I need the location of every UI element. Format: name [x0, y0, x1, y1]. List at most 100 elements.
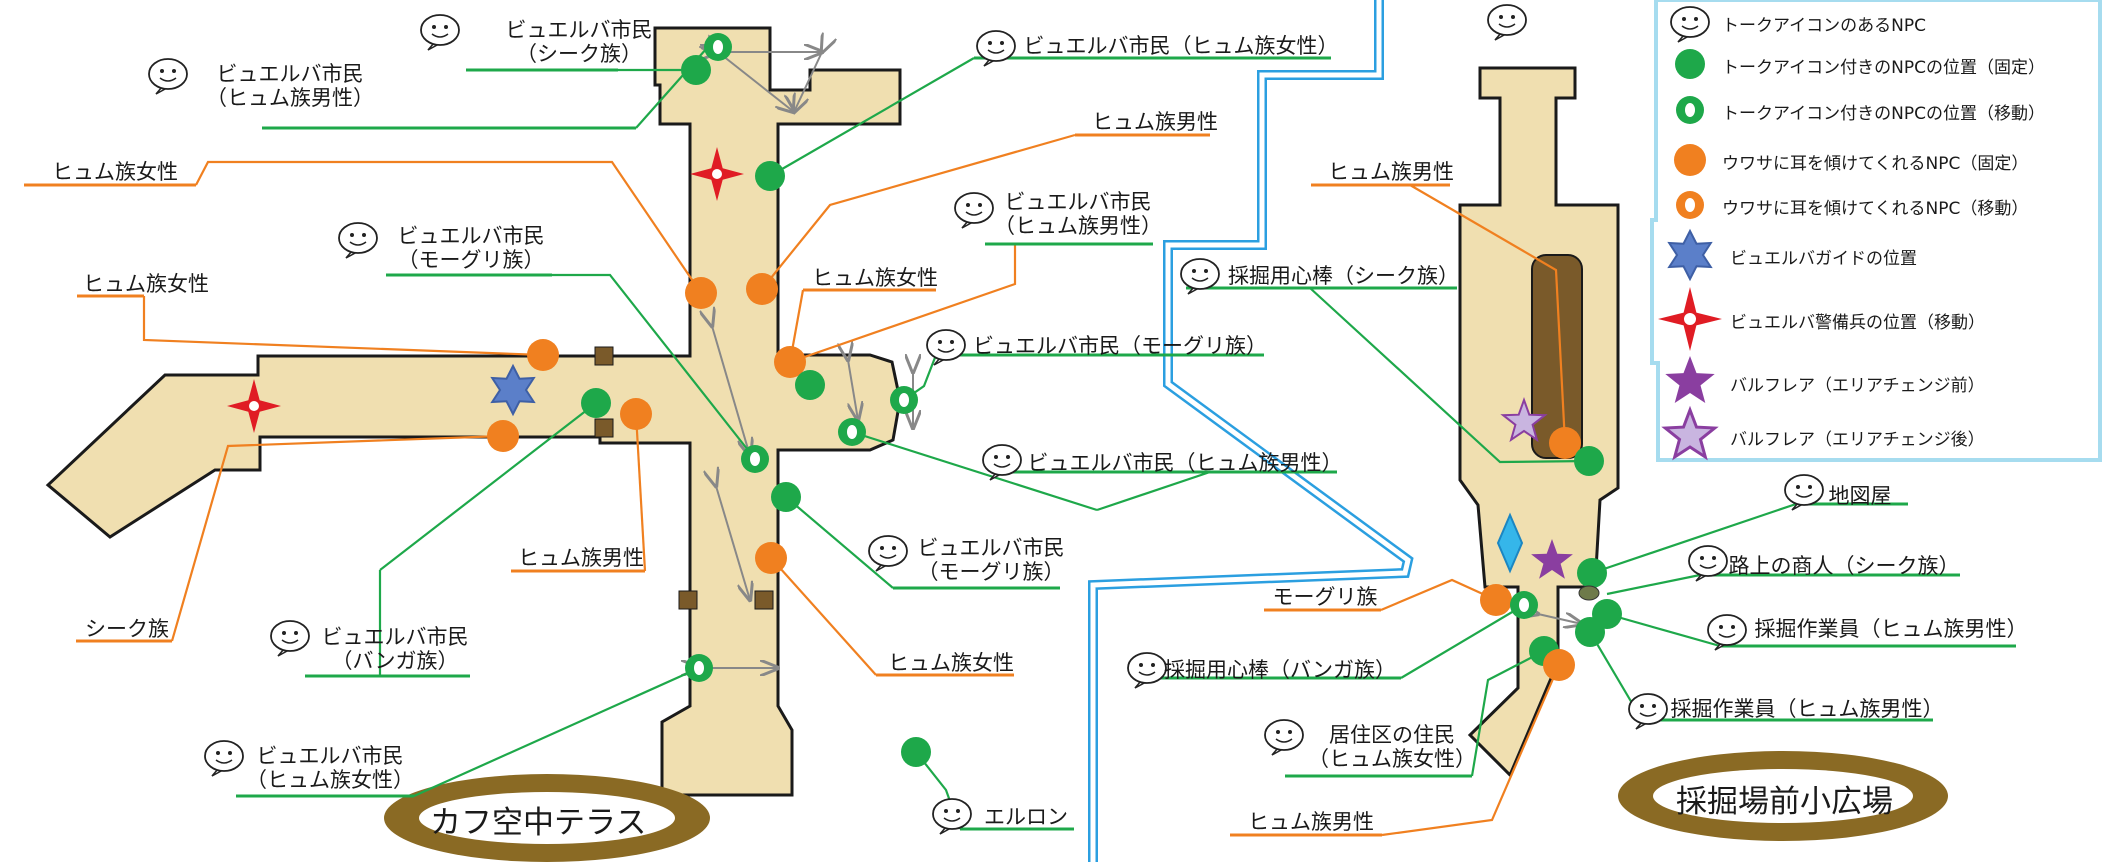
leader-line	[413, 666, 700, 798]
npc-label-line: （ヒュム族男性）	[206, 86, 374, 111]
npc-label-l04: ビュエルバ市民（モーグリ族）	[376, 224, 566, 272]
guard-star-center	[712, 169, 722, 179]
speech-bubble-smiley-icon	[1264, 719, 1304, 756]
legend-item-text: バルフレア（エリアチェンジ後）	[1730, 430, 1985, 450]
green-fixed-npc-marker	[1675, 49, 1705, 79]
npc-label-l07: ヒュム族男性	[516, 546, 646, 570]
speech-bubble-smiley-icon	[1180, 258, 1220, 295]
pillar-block	[754, 590, 774, 610]
legend-guide-icon	[1667, 228, 1713, 282]
npc-label-l17: ヒュム族女性	[882, 651, 1020, 675]
area-title: カフ空中テラス	[430, 805, 647, 841]
balfrey-after-star-icon	[1500, 397, 1548, 443]
npc-label-l02: ビュエルバ市民（ヒュム族男性）	[180, 62, 400, 110]
leader-line	[552, 273, 756, 460]
central-pillar	[1531, 254, 1583, 459]
save-crystal-icon	[1496, 512, 1524, 574]
orange-fixed-npc-marker	[1543, 649, 1575, 681]
leader-line	[1096, 470, 1211, 512]
npc-label-line: ヒュム族女性	[888, 651, 1014, 675]
npc-label-l01: ビュエルバ市民（シーク族）	[494, 18, 664, 66]
green-fixed-npc-marker	[581, 388, 611, 418]
leader-line	[1309, 287, 1590, 464]
leader-line	[769, 57, 975, 177]
leader-line	[1606, 573, 1701, 596]
speech-bubble-smiley-icon	[932, 798, 972, 835]
ring-hole	[750, 452, 760, 466]
npc-label-line: ビュエルバ市民	[256, 744, 404, 768]
leader-line	[1380, 578, 1497, 612]
npc-label-r02: 採掘用心棒（シーク族）	[1228, 264, 1459, 288]
npc-label-line: （ヒュム族女性）	[1308, 747, 1476, 772]
movement-arrow	[848, 360, 858, 420]
leader-line	[1409, 184, 1567, 444]
speech-bubble-smiley-icon	[1688, 545, 1728, 582]
npc-label-line: ビュエルバ市民	[917, 536, 1065, 560]
npc-label-l16: ビュエルバ市民（モーグリ族）	[906, 536, 1076, 584]
npc-label-line: ビュエルバ市民	[397, 224, 545, 248]
speech-bubble-smiley-icon	[1487, 4, 1527, 41]
speech-bubble-smiley-icon	[976, 30, 1016, 67]
area-title: 採掘場前小広場	[1676, 784, 1893, 820]
leader-line	[770, 557, 877, 676]
npc-label-line: ヒュム族女性	[812, 266, 938, 290]
guide-star-icon	[490, 363, 536, 417]
legend-guard-center	[1684, 313, 1696, 325]
npc-label-r03: モーグリ族	[1270, 585, 1380, 609]
orange-fixed-npc-marker	[527, 339, 559, 371]
leader-line	[634, 413, 647, 572]
npc-label-line: ビュエルバ市民（ヒュム族女性）	[1023, 34, 1339, 58]
merchant-pot-icon	[1578, 585, 1600, 601]
npc-label-line: 採掘作業員（ヒュム族男性）	[1670, 697, 1944, 721]
ring-hole	[1685, 198, 1695, 212]
leader-line	[195, 160, 702, 294]
npc-label-line: （モーグリ族）	[397, 248, 545, 273]
npc-label-l09: ビュエルバ市民（ヒュム族女性）	[230, 744, 430, 792]
speech-bubble-smiley-icon	[204, 740, 244, 777]
legend-item-text: トークアイコンのあるNPC	[1722, 16, 1926, 36]
npc-label-line: ヒュム族女性	[52, 160, 178, 184]
speech-bubble-smiley-icon	[1670, 6, 1710, 43]
npc-label-r01: ヒュム族男性	[1316, 160, 1466, 184]
leader-line	[170, 434, 504, 642]
npc-label-line: ビュエルバ市民	[216, 62, 364, 86]
ring-hole	[1519, 598, 1529, 612]
green-fixed-npc-marker	[755, 161, 785, 191]
leader-line	[761, 133, 1076, 290]
ring-hole	[847, 425, 857, 439]
npc-label-line: 地図屋	[1828, 484, 1892, 508]
pillar-block	[594, 346, 614, 366]
movement-arrow	[718, 52, 794, 112]
npc-label-l13: ヒュム族女性	[808, 266, 942, 290]
leader-line	[1591, 502, 1797, 575]
npc-label-r06: ヒュム族男性	[1236, 810, 1386, 834]
npc-label-line: 採掘作業員（ヒュム族男性）	[1754, 617, 2028, 641]
npc-label-line: 採掘用心棒（シーク族）	[1228, 264, 1459, 288]
npc-label-l03: ヒュム族女性	[40, 160, 190, 184]
ring-hole	[1685, 103, 1695, 117]
ring-hole	[899, 393, 909, 407]
npc-label-line: 採掘用心棒（バンガ族）	[1164, 658, 1397, 682]
npc-label-l10: ビュエルバ市民（ヒュム族女性）	[1016, 34, 1346, 58]
legend-item-text: トークアイコン付きのNPCの位置（固定）	[1722, 58, 2045, 78]
npc-label-line: 居住区の住民	[1329, 723, 1455, 747]
plaque-right-inner	[1653, 769, 1913, 823]
floor-layer	[45, 0, 2102, 862]
orange-fixed-npc-marker	[774, 346, 806, 378]
legend-balfrey-after-icon	[1661, 405, 1719, 461]
green-fixed-npc-marker	[1574, 446, 1604, 476]
movement-arrow	[1538, 614, 1582, 624]
npc-label-line: ビュエルバ市民（モーグリ族）	[973, 334, 1267, 358]
movement-arrow	[794, 52, 822, 112]
npc-label-line: ビュエルバ市民	[505, 18, 653, 42]
speech-bubble-smiley-icon	[1127, 652, 1167, 689]
npc-label-line: （シーク族）	[516, 42, 642, 67]
green-fixed-npc-marker	[681, 55, 711, 85]
legend-item-text: トークアイコン付きのNPCの位置（移動）	[1722, 104, 2045, 124]
leader-line	[789, 244, 1017, 364]
npc-label-r07: 地図屋	[1822, 484, 1898, 508]
speech-bubble-smiley-icon	[1707, 614, 1747, 651]
legend-item-text: ウワサに耳を傾けてくれるNPC（移動）	[1722, 199, 2029, 219]
leader-line	[851, 430, 1098, 512]
